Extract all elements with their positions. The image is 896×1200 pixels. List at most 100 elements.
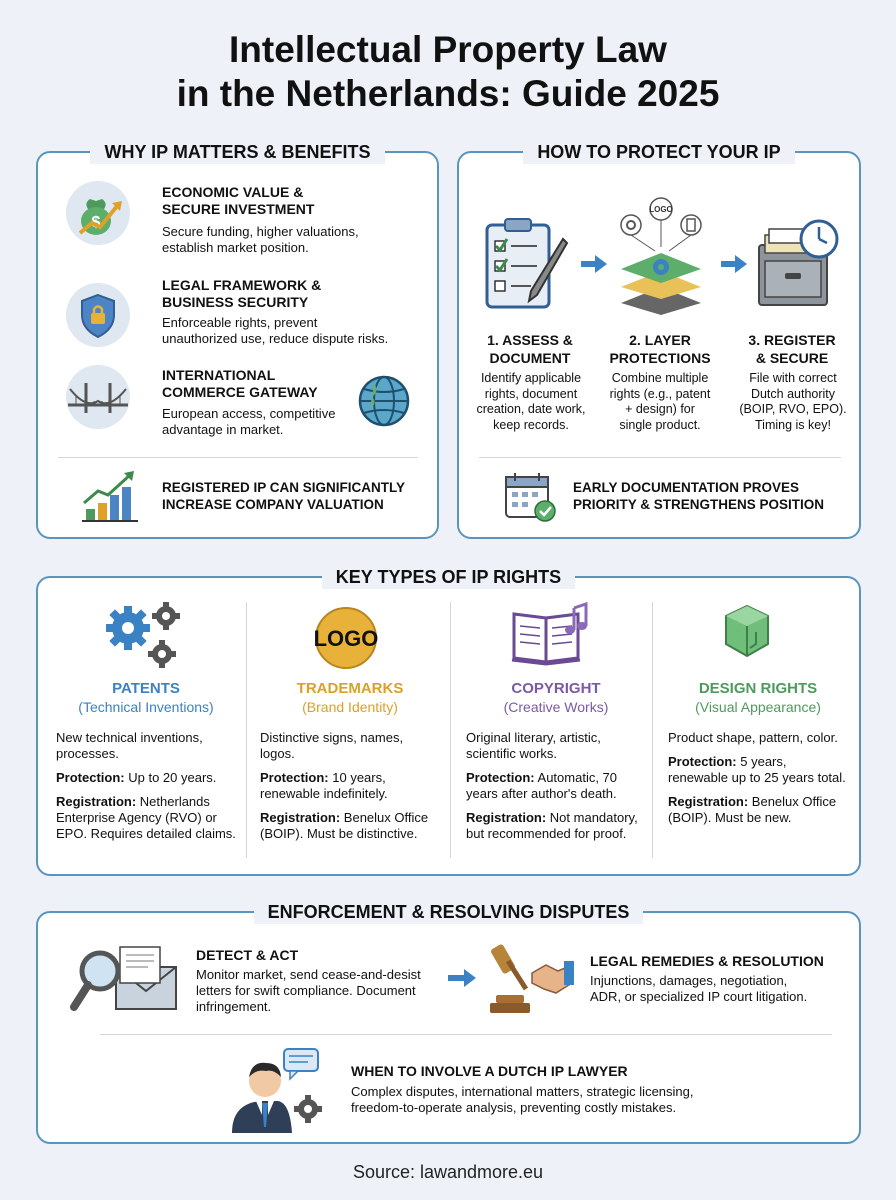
remedies-title: LEGAL REMEDIES & RESOLUTION xyxy=(590,953,824,969)
arrow-right-icon-3 xyxy=(446,967,478,994)
why-ip-heading: WHY IP MATTERS & BENEFITS xyxy=(90,140,385,164)
why-ip-matters-panel: WHY IP MATTERS & BENEFITS $ ECONOMIC VAL… xyxy=(36,140,439,539)
types-divider-3 xyxy=(652,602,653,858)
trademarks-protection-value: 10 years, renewable indefinitely. xyxy=(260,770,388,801)
arrow-right-icon-2 xyxy=(719,253,749,280)
protect-divider xyxy=(479,457,841,458)
registration-label: Registration: xyxy=(466,810,547,825)
copyright-registration: Registration: Not mandatory, but recomme… xyxy=(466,810,646,842)
cube-icon xyxy=(722,602,772,669)
protection-label: Protection: xyxy=(260,770,329,785)
step-1-text-3: creation, date work, xyxy=(476,402,586,416)
why-divider xyxy=(58,457,418,458)
layered-protection-icon: LOGO xyxy=(615,195,715,320)
patents-name: PATENTS xyxy=(112,680,180,697)
step-2-text-2: rights (e.g., patent xyxy=(609,386,711,401)
step-1-text-1: Identify applicable xyxy=(480,371,582,385)
bridge-icon xyxy=(66,365,130,429)
protect-callout-1: EARLY DOCUMENTATION PROVES xyxy=(573,480,800,495)
design-rights-protection-value: 5 years, renewable up to 25 years total. xyxy=(668,754,846,785)
patents-subtitle: (Technical Inventions) xyxy=(78,699,214,715)
types-divider-2 xyxy=(450,602,451,858)
logo-badge-icon: LOGO xyxy=(310,606,382,675)
book-music-icon xyxy=(508,600,592,673)
title-line-2: in the Netherlands: Guide 2025 xyxy=(176,73,720,114)
remedies-text-1: Injunctions, damages, negotiation, xyxy=(590,973,788,988)
growth-chart-icon xyxy=(82,469,138,530)
trademarks-name: TRADEMARKS xyxy=(296,680,404,697)
magnifier-envelope-icon xyxy=(70,943,180,1020)
protection-label: Protection: xyxy=(56,770,125,785)
clipboard-checklist-icon xyxy=(481,215,573,316)
trademarks-subtitle: (Brand Identity) xyxy=(302,699,398,715)
shield-lock-icon xyxy=(66,283,130,347)
lawyer-text-1: Complex disputes, international matters,… xyxy=(351,1084,694,1099)
why-item-3-title-1: INTERNATIONAL xyxy=(162,367,276,383)
trademarks-column: TRADEMARKS (Brand Identity) Distinctive … xyxy=(260,680,440,842)
design-rights-description: Product shape, pattern, color. xyxy=(668,730,838,745)
why-item-1-text-2: establish market position. xyxy=(162,240,309,255)
why-item-2-text-2: unauthorized use, reduce dispute risks. xyxy=(162,331,389,346)
copyright-protection-value: Automatic, 70 years after author's death… xyxy=(466,770,618,801)
enforcement-divider xyxy=(100,1034,832,1035)
gavel-handshake-icon xyxy=(486,937,576,1022)
how-to-protect-panel: HOW TO PROTECT YOUR IP LOGO xyxy=(457,140,861,539)
copyright-registration-value: Not mandatory, but recommended for proof… xyxy=(466,810,638,841)
why-item-2-text-1: Enforceable rights, prevent xyxy=(162,315,318,330)
step-3-text-1: File with correct xyxy=(749,371,837,385)
step-2-text-1: Combine multiple xyxy=(611,371,709,385)
step-3-text-4: Timing is key! xyxy=(755,417,831,432)
why-item-3-title-2: COMMERCE GATEWAY xyxy=(162,384,318,400)
design-rights-name: DESIGN RIGHTS xyxy=(698,680,818,697)
trademarks-registration-value: Benelux Office (BOIP). Must be distincti… xyxy=(260,810,429,841)
trademarks-registration: Registration: Benelux Office (BOIP). Mus… xyxy=(260,810,440,842)
design-rights-subtitle: (Visual Appearance) xyxy=(695,699,821,715)
lawyer-title: WHEN TO INVOLVE A DUTCH IP LAWYER xyxy=(351,1063,628,1079)
design-rights-registration: Registration: Benelux Office (BOIP). Mus… xyxy=(668,794,848,826)
protect-logo-text: LOGO xyxy=(649,205,673,214)
step-1-text-4: keep records. xyxy=(493,417,569,432)
step-3-title-2: & SECURE xyxy=(755,350,829,366)
ip-types-panel: KEY TYPES OF IP RIGHTS xyxy=(36,565,861,876)
design-rights-protection: Protection: 5 years, renewable up to 25 … xyxy=(668,754,848,786)
step-2-text-3: + design) for xyxy=(625,402,695,416)
calendar-check-icon xyxy=(503,471,559,528)
why-item-3-text-2: advantage in market. xyxy=(162,422,284,437)
protection-label: Protection: xyxy=(466,770,535,785)
patents-registration: Registration: Netherlands Enterprise Age… xyxy=(56,794,236,842)
step-2-text-4: single product. xyxy=(619,417,701,432)
why-item-2-title-2: BUSINESS SECURITY xyxy=(162,294,309,310)
why-callout-1: REGISTERED IP CAN SIGNIFICANTLY xyxy=(162,480,406,495)
detect-title: DETECT & ACT xyxy=(196,947,299,963)
enforcement-panel: ENFORCEMENT & RESOLVING DISPUTES DETECT … xyxy=(36,900,861,1144)
copyright-subtitle: (Creative Works) xyxy=(503,699,609,715)
design-rights-registration-value: Benelux Office (BOIP). Must be new. xyxy=(668,794,837,825)
copyright-description: Original literary, artistic, scientific … xyxy=(466,730,601,761)
arrow-right-icon xyxy=(579,253,609,280)
patents-protection-value: Up to 20 years. xyxy=(128,770,217,785)
types-logo-text: LOGO xyxy=(314,626,379,651)
step-2-title-1: 2. LAYER xyxy=(629,332,691,348)
design-rights-column: DESIGN RIGHTS (Visual Appearance) Produc… xyxy=(668,680,848,826)
globe-icon xyxy=(356,373,412,434)
protection-label: Protection: xyxy=(668,754,737,769)
copyright-column: COPYRIGHT (Creative Works) Original lite… xyxy=(466,680,646,842)
lawyer-icon xyxy=(228,1045,328,1138)
registration-label: Registration: xyxy=(668,794,749,809)
lawyer-text-2: freedom-to-operate analysis, preventing … xyxy=(351,1100,677,1115)
copyright-protection: Protection: Automatic, 70 years after au… xyxy=(466,770,646,802)
patents-description: New technical inventions, processes. xyxy=(56,730,203,761)
filing-cabinet-clock-icon xyxy=(753,219,843,316)
protect-callout-2: PRIORITY & STRENGTHENS POSITION xyxy=(573,497,825,512)
patents-registration-value: Netherlands Enterprise Agency (RVO) or E… xyxy=(56,794,236,841)
types-divider-1 xyxy=(246,602,247,858)
why-item-3-text-1: European access, competitive xyxy=(162,406,336,421)
trademarks-description: Distinctive signs, names, logos. xyxy=(260,730,404,761)
step-1-title-2: DOCUMENT xyxy=(489,350,571,366)
step-3-text-3: (BOIP, RVO, EPO). xyxy=(739,402,847,416)
step-3-title-1: 3. REGISTER xyxy=(748,332,836,348)
remedies-text-2: ADR, or specialized IP court litigation. xyxy=(590,989,808,1004)
patents-column: PATENTS (Technical Inventions) New techn… xyxy=(56,680,236,842)
page-title: Intellectual Property Law in the Netherl… xyxy=(0,28,896,116)
money-bag-growth-icon: $ xyxy=(66,181,130,245)
